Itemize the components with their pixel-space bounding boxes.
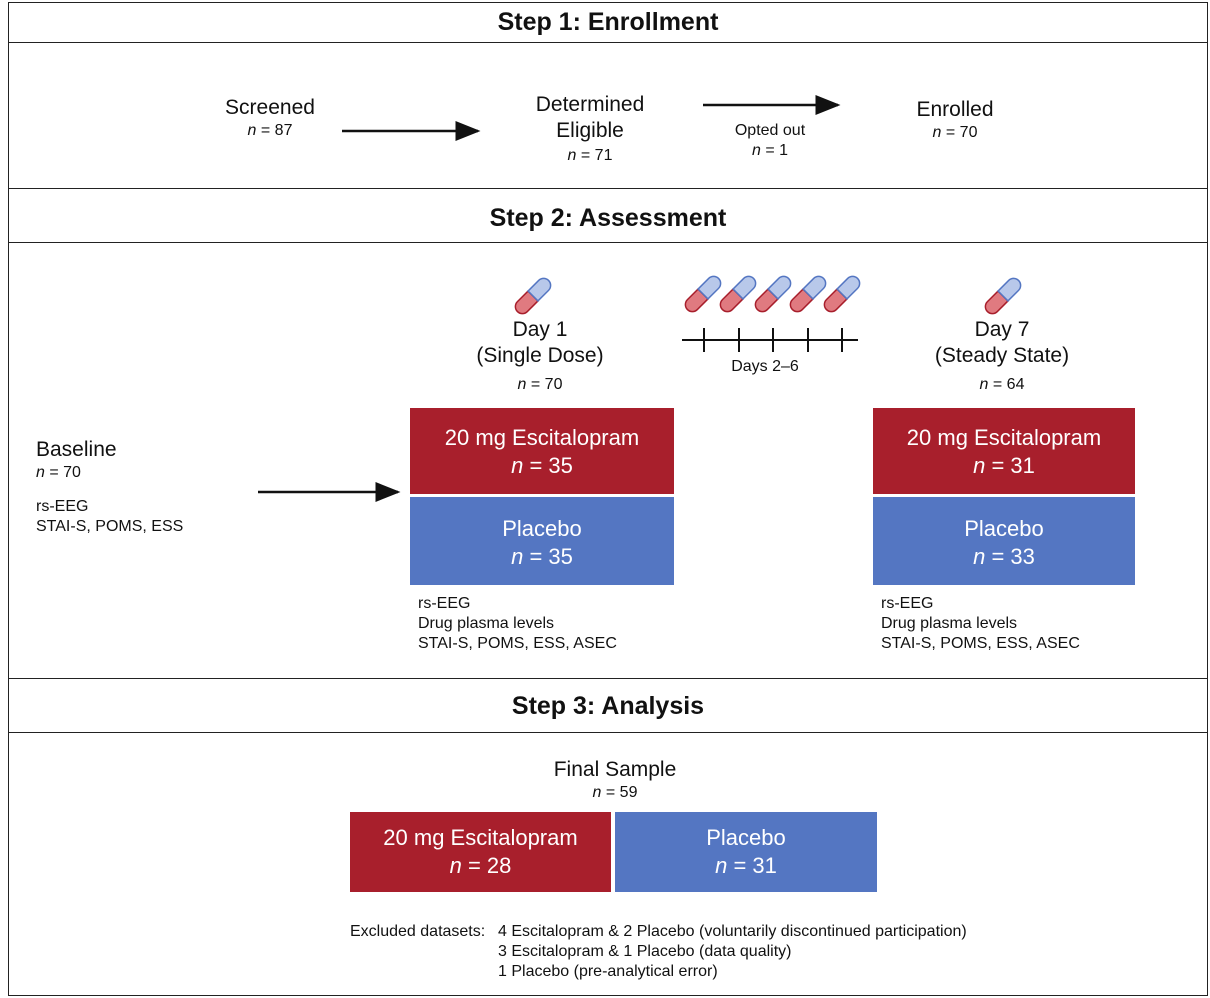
day7-measures: rs-EEG Drug plasma levels STAI-S, POMS, … xyxy=(881,594,1181,654)
day1-placebo-label: Placebo xyxy=(502,516,582,541)
final-escitalopram-n: n = 28 xyxy=(449,853,512,878)
baseline-node: Baseline n = 70 rs-EEG STAI-S, POMS, ESS xyxy=(36,437,276,537)
excluded-item: 3 Escitalopram & 1 Placebo (data quality… xyxy=(498,943,792,960)
excluded-label: Excluded datasets: xyxy=(350,923,486,940)
day7-header: Day 7 (Steady State) n = 64 xyxy=(870,317,1134,395)
day7-escitalopram-box: 20 mg Escitalopram n = 31 xyxy=(873,408,1135,494)
section-divider-1 xyxy=(8,188,1208,189)
baseline-n: n = 70 xyxy=(36,464,81,481)
day7-escitalopram-n: n = 31 xyxy=(973,453,1035,478)
header-divider-1 xyxy=(8,42,1208,43)
opted-out-label: Opted out xyxy=(734,122,806,139)
day7-measure: Drug plasma levels xyxy=(881,615,1018,632)
enrolled-n: n = 70 xyxy=(932,124,978,141)
day7-label: Day 7 xyxy=(974,318,1030,341)
screened-node: Screened n = 87 xyxy=(205,95,335,141)
day7-placebo-n: n = 33 xyxy=(973,544,1035,569)
day7-sublabel: (Steady State) xyxy=(934,344,1070,367)
day1-measure: STAI-S, POMS, ESS, ASEC xyxy=(418,635,617,652)
step3-title: Step 3: Analysis xyxy=(511,692,705,720)
final-sample-n: n = 59 xyxy=(592,784,638,801)
screened-n: n = 87 xyxy=(247,122,293,139)
day1-placebo-n: n = 35 xyxy=(511,544,573,569)
excluded-item: 4 Escitalopram & 2 Placebo (voluntarily … xyxy=(498,923,967,940)
day7-placebo-label: Placebo xyxy=(964,516,1044,541)
screened-label: Screened xyxy=(225,96,315,119)
opted-out-n: n = 1 xyxy=(751,142,789,159)
header-divider-3 xyxy=(8,732,1208,733)
day1-header: Day 1 (Single Dose) n = 70 xyxy=(410,317,670,395)
day1-measure: rs-EEG xyxy=(418,595,471,612)
days-timeline xyxy=(682,328,858,352)
baseline-measure: STAI-S, POMS, ESS xyxy=(36,518,184,535)
header-divider-2 xyxy=(8,242,1208,243)
final-sample-label: Final Sample xyxy=(553,758,677,781)
baseline-measure: rs-EEG xyxy=(36,498,89,515)
diagram-frame xyxy=(8,2,1208,996)
day1-measure: Drug plasma levels xyxy=(418,615,555,632)
eligible-label-line2: Eligible xyxy=(556,119,624,142)
pill-icon xyxy=(786,272,830,316)
day7-escitalopram-label: 20 mg Escitalopram xyxy=(906,425,1102,450)
day1-n: n = 70 xyxy=(517,376,563,393)
day1-escitalopram-box: 20 mg Escitalopram n = 35 xyxy=(410,408,674,494)
step2-title: Step 2: Assessment xyxy=(489,204,727,232)
days2-6-label: Days 2–6 xyxy=(731,358,799,375)
day7-measure: rs-EEG xyxy=(881,595,934,612)
baseline-label: Baseline xyxy=(36,438,117,461)
enrolled-node: Enrolled n = 70 xyxy=(880,97,1030,143)
day1-placebo-box: Placebo n = 35 xyxy=(410,497,674,585)
day1-sublabel: (Single Dose) xyxy=(476,344,604,367)
pill-icon xyxy=(820,272,864,316)
day7-measure: STAI-S, POMS, ESS, ASEC xyxy=(881,635,1080,652)
eligible-label-line1: Determined xyxy=(535,93,645,116)
final-escitalopram-label: 20 mg Escitalopram xyxy=(383,825,578,850)
enrolled-label: Enrolled xyxy=(916,98,994,121)
day7-placebo-box: Placebo n = 33 xyxy=(873,497,1135,585)
final-placebo-n: n = 31 xyxy=(715,853,777,878)
final-placebo-box: Placebo n = 31 xyxy=(615,812,877,892)
pill-icon xyxy=(511,274,555,318)
final-placebo-label: Placebo xyxy=(706,825,786,850)
day1-measures: rs-EEG Drug plasma levels STAI-S, POMS, … xyxy=(418,594,698,654)
eligible-node: Determined Eligible n = 71 xyxy=(510,92,670,166)
excluded-item: 1 Placebo (pre-analytical error) xyxy=(498,963,718,980)
day1-escitalopram-label: 20 mg Escitalopram xyxy=(444,425,640,450)
excluded-list: 4 Escitalopram & 2 Placebo (voluntarily … xyxy=(498,922,1198,982)
section-divider-2 xyxy=(8,678,1208,679)
step1-title: Step 1: Enrollment xyxy=(497,8,719,36)
opted-out-note: Opted out n = 1 xyxy=(710,121,830,161)
day1-escitalopram-n: n = 35 xyxy=(511,453,573,478)
final-escitalopram-box: 20 mg Escitalopram n = 28 xyxy=(350,812,611,892)
day7-n: n = 64 xyxy=(979,376,1025,393)
day1-label: Day 1 xyxy=(512,318,568,341)
pill-icon xyxy=(681,272,725,316)
pill-icon xyxy=(981,274,1025,318)
eligible-n: n = 71 xyxy=(567,147,613,164)
final-sample-node: Final Sample n = 59 xyxy=(500,757,730,803)
pill-icon xyxy=(716,272,760,316)
pill-icon xyxy=(751,272,795,316)
